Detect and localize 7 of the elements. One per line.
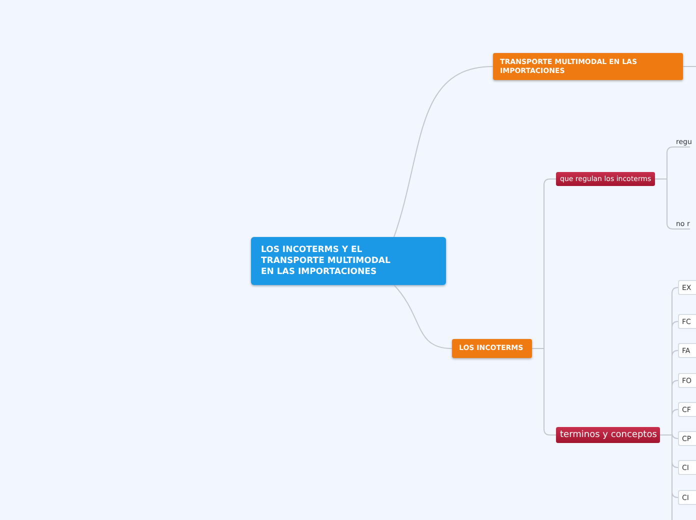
connector-line <box>654 178 690 230</box>
connector-line <box>394 66 494 238</box>
central-topic-box: LOS INCOTERMS Y EL TRANSPORTE MULTIMODAL EN LAS IMPORTACIONES <box>251 237 446 285</box>
subtopic-box: terminos y conceptos <box>556 427 660 443</box>
connector-line <box>660 434 672 520</box>
connector-line <box>394 284 452 349</box>
connector-line <box>682 66 696 67</box>
